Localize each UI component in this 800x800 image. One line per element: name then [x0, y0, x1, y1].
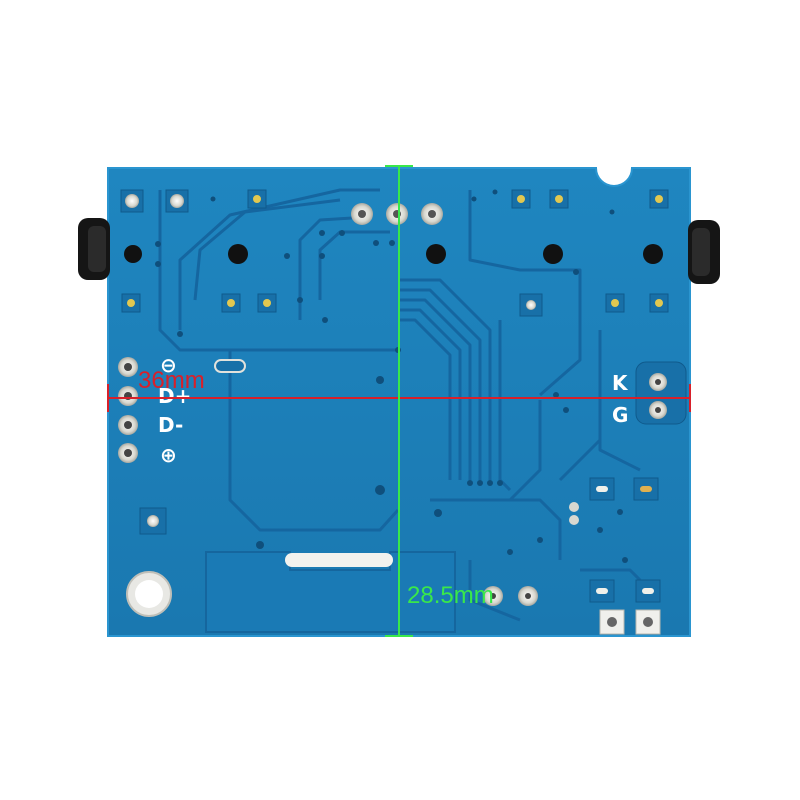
usb-header-pads: [118, 357, 138, 463]
bottom-round-pads: [483, 586, 538, 606]
mounting-hole: [126, 571, 172, 617]
dark-holes: [124, 244, 663, 264]
top-square-pads: [120, 189, 669, 213]
silkscreen-labels: K G ⊖ D+ D- ⊕: [158, 353, 629, 467]
smd-footprint: [214, 359, 246, 373]
middle-square-pads: [121, 293, 669, 317]
silk-k-label: K: [612, 371, 629, 395]
vias: [155, 189, 628, 563]
right-audio-jack: [688, 220, 720, 284]
bottom-square-pads: [599, 609, 661, 635]
height-dimension-label: 28.5mm: [407, 582, 494, 609]
width-dimension-label: 36mm: [138, 367, 205, 394]
smd-pads-lower-right: [569, 477, 661, 603]
silk-d-minus-label: D-: [158, 413, 183, 437]
silk-d-plus-label: D+: [158, 384, 191, 408]
large-copper-pour: [205, 551, 456, 633]
center-round-pads: [351, 203, 443, 225]
silk-plus-symbol: ⊕: [160, 443, 177, 467]
k-g-pads: [635, 361, 687, 425]
silk-minus-symbol: ⊖: [160, 353, 177, 377]
left-audio-jack: [78, 218, 110, 280]
silk-g-label: G: [612, 403, 628, 427]
lower-left-pad: [139, 507, 167, 535]
height-dimension: 28.5mm: [385, 165, 494, 637]
